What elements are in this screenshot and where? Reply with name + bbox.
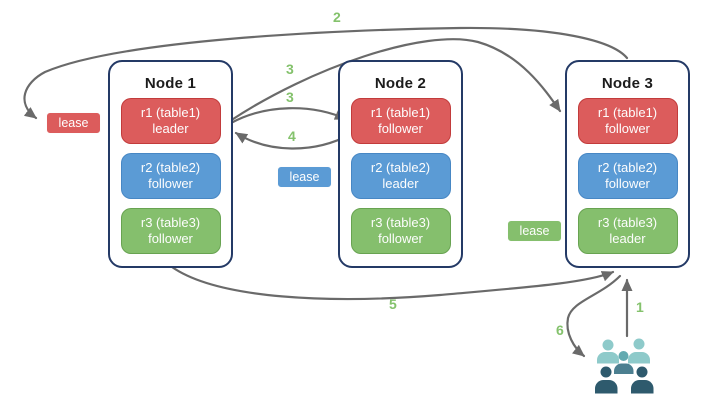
lease-label: lease bbox=[58, 116, 89, 130]
replica-name: r2 (table2) bbox=[140, 160, 201, 175]
replica-role: follower bbox=[605, 121, 650, 136]
step-number-4: 4 bbox=[288, 128, 296, 144]
step-number-1: 1 bbox=[636, 299, 644, 315]
replica-role: follower bbox=[148, 231, 193, 246]
replica-name: r1 (table1) bbox=[597, 105, 658, 120]
replica-role: follower bbox=[378, 121, 423, 136]
replica-name: r3 (table3) bbox=[370, 215, 431, 230]
replica-role: leader bbox=[609, 231, 646, 246]
node-card-3: Node 3 r1 (table1) follower r2 (table2) … bbox=[565, 60, 690, 268]
node1-replica-r2: r2 (table2) follower bbox=[120, 153, 221, 199]
replica-name: r3 (table3) bbox=[597, 215, 658, 230]
step-number-3a: 3 bbox=[286, 61, 294, 77]
arrow-step-5-response-to-gateway bbox=[170, 265, 615, 301]
node-title: Node 1 bbox=[144, 75, 197, 92]
step-number-3b: 3 bbox=[286, 89, 294, 105]
replica-name: r1 (table1) bbox=[140, 105, 201, 120]
replica-name: r3 (table3) bbox=[140, 215, 201, 230]
node-card-2: Node 2 r1 (table1) follower r2 (table2) … bbox=[338, 60, 463, 268]
step-number-5: 5 bbox=[389, 296, 397, 312]
lease-label: lease bbox=[289, 170, 320, 184]
lease-label: lease bbox=[519, 224, 550, 238]
replica-name: r2 (table2) bbox=[370, 160, 431, 175]
node2-replica-r1: r1 (table1) follower bbox=[350, 98, 451, 144]
node1-replica-r1: r1 (table1) leader bbox=[120, 98, 221, 144]
replica-name: r2 (table2) bbox=[597, 160, 658, 175]
users-group-icon bbox=[595, 338, 654, 394]
arrow-step-6-response-to-client bbox=[566, 274, 622, 358]
step-number-6: 6 bbox=[556, 322, 564, 338]
replica-role: follower bbox=[605, 176, 650, 191]
node3-replica-r3: r3 (table3) leader bbox=[577, 208, 678, 254]
node1-replica-r3: r3 (table3) follower bbox=[120, 208, 221, 254]
node2-replica-r3: r3 (table3) follower bbox=[350, 208, 451, 254]
node3-replica-r1: r1 (table1) follower bbox=[577, 98, 678, 144]
node-card-1: Node 1 r1 (table1) leader r2 (table2) fo… bbox=[108, 60, 233, 268]
arrow-step-3-replicate-to-node2 bbox=[229, 107, 348, 125]
replica-role: follower bbox=[378, 231, 423, 246]
node-title: Node 2 bbox=[374, 75, 427, 92]
lease-badge-table1: lease bbox=[46, 112, 101, 134]
replica-role: leader bbox=[382, 176, 419, 191]
replica-role: follower bbox=[148, 176, 193, 191]
replica-name: r1 (table1) bbox=[370, 105, 431, 120]
lease-badge-table2: lease bbox=[277, 166, 332, 188]
node2-replica-r2: r2 (table2) leader bbox=[350, 153, 451, 199]
replica-role: leader bbox=[152, 121, 189, 136]
node-title: Node 3 bbox=[601, 75, 654, 92]
step-number-2: 2 bbox=[333, 9, 341, 25]
arrow-step-2-route-to-leaseholder bbox=[23, 26, 629, 120]
lease-badge-table3: lease bbox=[507, 220, 562, 242]
node3-replica-r2: r2 (table2) follower bbox=[577, 153, 678, 199]
arrow-step-3-replicate-to-node3 bbox=[228, 38, 562, 123]
